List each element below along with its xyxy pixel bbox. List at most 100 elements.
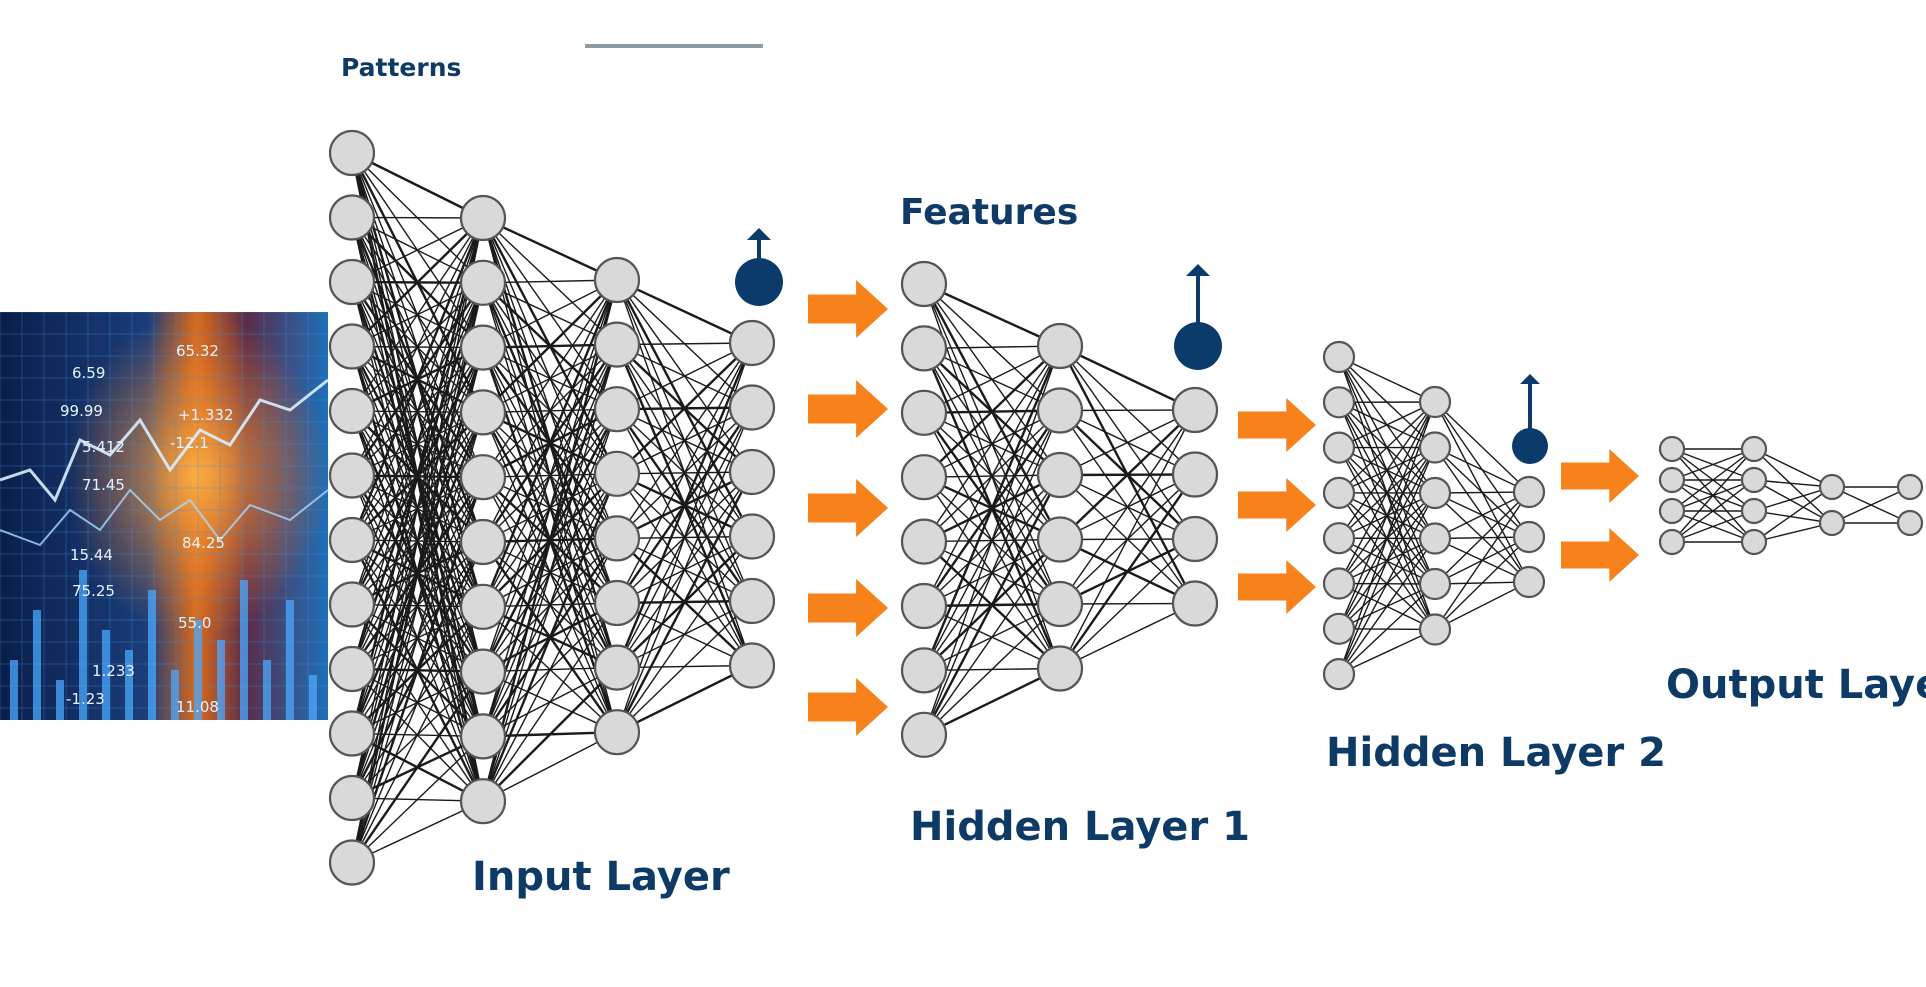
connection [1671,510,1755,543]
extraction-marker-icon [1174,264,1222,370]
neuron [728,577,776,625]
neuron [459,389,507,436]
input-network-nodes [328,129,776,886]
neuron [900,518,948,565]
connection [1338,401,1436,630]
connection [1338,447,1436,675]
connection [615,471,754,733]
connection [350,282,485,863]
connection [1434,401,1530,493]
neuron [728,448,776,496]
neuron [1658,466,1686,494]
neuron [1512,565,1546,599]
flow-arrow-icon [1238,398,1316,452]
connection [922,345,1062,671]
neuron [593,515,641,562]
stock-number: 99.99 [60,402,103,420]
connection [923,345,1061,542]
flow-arrow-icon [808,280,888,338]
connection [482,344,618,802]
neuron [1322,612,1356,645]
neuron [328,710,376,757]
neuron [1896,473,1924,501]
neuron [1322,657,1356,691]
input-network-edges [350,151,754,864]
connection [351,217,484,412]
features-label: Features [900,192,1078,233]
input-layer-label: Input Layer [472,854,730,900]
neuron [1036,580,1084,628]
neuron [459,454,507,501]
neuron [593,386,641,433]
stock-number: 11.08 [176,698,219,716]
connection [481,473,619,802]
connection [1059,409,1196,476]
connection [922,474,1062,736]
connection [481,279,619,608]
neuron [1171,515,1219,563]
neuron [328,774,376,822]
neuron [1512,475,1546,509]
connection [1753,522,1833,543]
neuron [900,711,948,758]
connection [923,410,1061,736]
connection [1753,479,1833,524]
stock-number: -1.23 [66,690,105,708]
neuron [1740,497,1768,525]
connection [923,667,1061,736]
connection [1059,409,1196,541]
connection [1753,448,1833,488]
connection [351,670,484,864]
connection [616,342,753,475]
connection [1338,492,1436,675]
stock-number: 1.233 [92,662,135,680]
connection [482,279,618,349]
neuron [1322,386,1356,419]
neuron [1036,451,1084,499]
connection [1059,344,1196,412]
neuron [1418,522,1452,555]
flow-arrow-icon [808,579,888,637]
flow-arrow-icon [1561,449,1639,503]
neuron [328,581,376,628]
connection [482,279,618,737]
connection [482,279,618,478]
neuron [328,194,376,241]
stock-number: 84.25 [182,534,225,552]
output-network-nodes [1658,435,1924,556]
neuron [459,259,507,306]
neuron [593,709,641,756]
connection [1434,581,1530,631]
connection [1059,473,1196,670]
hidden-1-network-nodes [900,260,1219,758]
neuron [1658,528,1686,556]
connection [1338,401,1436,494]
connection [1434,491,1530,630]
connection [1338,401,1436,449]
connection [482,666,618,803]
connection [1338,583,1436,675]
connection [351,217,484,283]
neuron [1896,509,1924,537]
connection [481,279,619,802]
connection [1059,538,1196,670]
neuron [593,321,641,368]
neuron [1740,466,1768,494]
connection [923,603,1061,736]
neuron [459,713,507,760]
neuron [1171,451,1219,498]
neuron [900,325,948,372]
connection [1671,448,1755,481]
flow-arrow-icon [808,479,888,537]
flow-arrow-icon [808,678,888,736]
connection [351,606,484,863]
neuron [328,387,376,435]
connection [923,282,1061,348]
connection [1338,356,1436,403]
connection [351,735,484,864]
neuron [728,319,776,367]
stock-number: 71.45 [82,476,125,494]
connection [350,217,485,734]
neuron [1036,645,1084,692]
